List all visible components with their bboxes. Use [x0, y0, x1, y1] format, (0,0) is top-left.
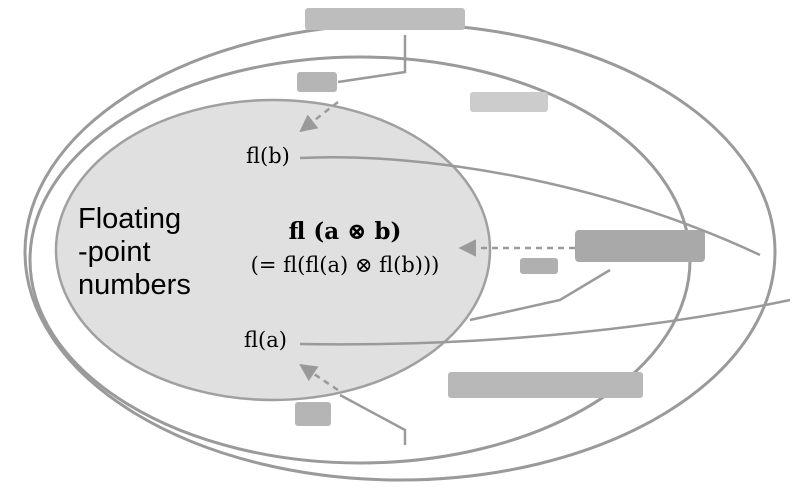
rounding-arrow-a — [299, 364, 339, 392]
floating-point-set-label-line3: numbers — [78, 269, 191, 301]
rounded-a-label: fl(a) — [244, 328, 287, 352]
rounded-product-label: fl (a ⊗ b) — [288, 218, 402, 245]
label-block-top — [305, 8, 465, 30]
floating-point-set-label: Floating -point numbers — [78, 203, 191, 302]
rounded-b-label: fl(b) — [246, 144, 290, 168]
connector-b — [299, 155, 761, 257]
rounding-arrow-b — [299, 101, 339, 133]
label-block-right-small — [520, 258, 558, 274]
label-block-right — [575, 230, 705, 262]
connector-a — [299, 298, 791, 346]
floating-point-set-ellipse — [54, 98, 492, 402]
label-block-left-bottom — [295, 402, 331, 426]
bottom-leader — [339, 393, 407, 445]
rounded-product-expansion: (= fl(fl(a) ⊗ fl(b))) — [250, 253, 440, 277]
label-block-upper-right — [470, 92, 548, 112]
right-leader — [469, 268, 611, 322]
top-leader — [337, 35, 407, 84]
label-block-left-top — [297, 72, 337, 92]
floating-point-set-label-line2: -point — [78, 236, 151, 268]
floating-point-set-label-line1: Floating — [78, 203, 182, 235]
label-block-bottom — [448, 372, 643, 398]
